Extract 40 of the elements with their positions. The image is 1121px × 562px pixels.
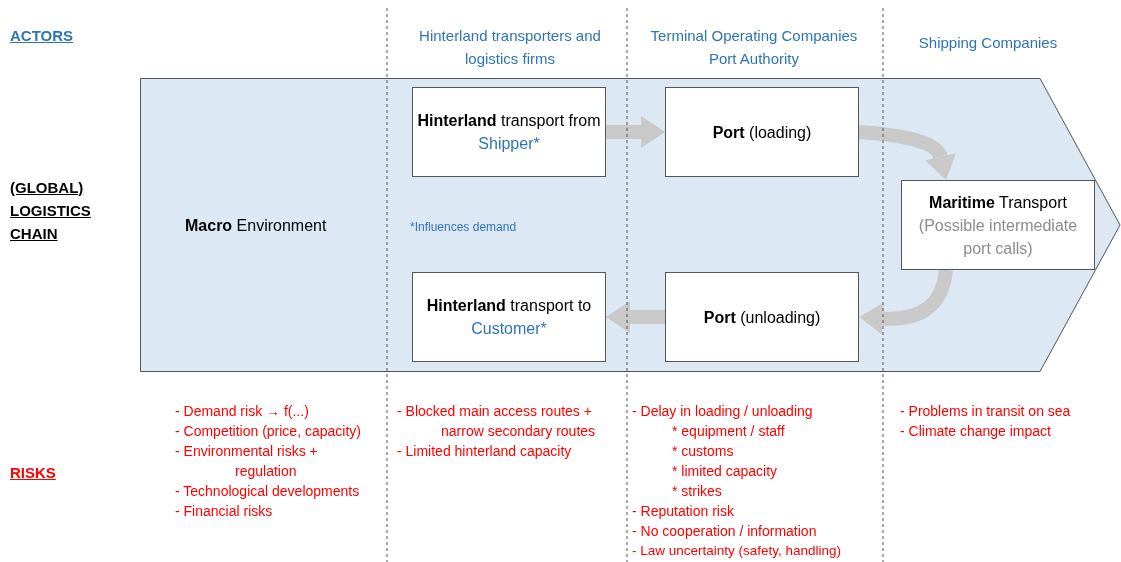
risk-subitem: * equipment / staff	[672, 422, 785, 441]
box-label: Port (loading)	[712, 122, 812, 143]
box-label: Port (unloading)	[703, 307, 821, 328]
box-label: Hinterland transport from Shipper*	[417, 111, 601, 154]
box-label: Maritime Transport	[929, 192, 1067, 213]
risk-item: - No cooperation / information	[632, 522, 817, 541]
row-heading: ACTORS	[10, 26, 74, 46]
row-heading: RISKS	[10, 463, 56, 483]
footnote-note: *Influences demand	[410, 219, 517, 236]
risk-subitem: * strikes	[672, 482, 722, 501]
column-heading: Hinterland transporters and logistics firms	[418, 26, 602, 69]
risk-item: - Blocked main access routes + narrow secondary routes	[397, 402, 597, 441]
box-label: Hinterland transport to Customer*	[425, 296, 593, 339]
block-arrow	[606, 116, 665, 148]
process-box	[901, 180, 1095, 270]
risk-subitem: * limited capacity	[672, 462, 778, 481]
risk-item: - Problems in transit on sea	[900, 402, 1071, 421]
risk-item: - Competition (price, capacity)	[175, 422, 361, 441]
risk-item: - Climate change impact	[900, 422, 1051, 441]
block-arrow	[858, 125, 956, 179]
risk-item: - Reputation risk	[632, 502, 734, 521]
risk-item: - Financial risks	[175, 502, 273, 521]
chain-label: Macro Environment	[185, 216, 327, 236]
process-box	[665, 272, 859, 362]
block-arrow	[606, 301, 665, 333]
risk-item: - Environmental risks + regulation	[175, 442, 319, 481]
column-heading: Terminal Operating Companies Port Authority	[649, 26, 859, 69]
risk-item: - Limited hinterland capacity	[397, 442, 572, 461]
process-box	[412, 272, 606, 362]
process-box	[412, 87, 606, 177]
risk-item: - Technological developments	[175, 482, 360, 501]
process-box	[665, 87, 859, 177]
risk-item: - Demand risk → f(...)	[175, 402, 309, 421]
chain-chevron	[140, 78, 1121, 372]
column-heading: Shipping Companies	[917, 33, 1059, 53]
box-sublabel: (Possible intermediate port calls)	[917, 215, 1079, 259]
risk-item: - Law uncertainty (safety, handling)	[632, 542, 842, 560]
risk-subitem: * customs	[672, 442, 734, 461]
risk-item: - Delay in loading / unloading	[632, 402, 813, 421]
row-heading: (GLOBAL) LOGISTICS CHAIN	[10, 178, 92, 244]
